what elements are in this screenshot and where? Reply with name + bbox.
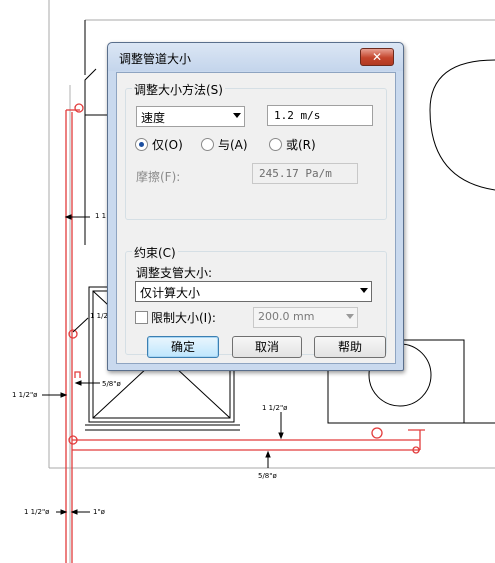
friction-label: 摩擦(F): — [136, 170, 181, 184]
sizing-method-dropdown[interactable]: 速度 — [136, 106, 245, 127]
sizing-method-legend: 调整大小方法(S) — [132, 81, 225, 98]
chevron-down-icon — [346, 314, 354, 319]
chevron-down-icon — [233, 113, 241, 118]
sizing-method-value: 速度 — [141, 111, 166, 125]
help-button[interactable]: 帮助 — [314, 336, 386, 358]
dialog-title: 调整管道大小 — [119, 52, 192, 66]
radio-only-label: 仅(O) — [152, 138, 183, 152]
sizing-method-group: 调整大小方法(S) 速度 1.2 m/s 仅(O) 与(A) 或(R) 摩擦(F… — [125, 81, 387, 220]
radio-or[interactable]: 或(R) — [269, 136, 316, 153]
branch-sizing-value: 仅计算大小 — [140, 286, 201, 300]
resize-duct-dialog: 调整管道大小 ✕ 调整大小方法(S) 速度 1.2 m/s 仅(O) 与(A) — [107, 42, 404, 371]
pipe-size-label: 1 1 — [95, 212, 107, 220]
limit-size-checkbox[interactable] — [135, 311, 148, 324]
constraints-legend: 约束(C) — [132, 244, 178, 261]
pipe-size-label: 1 1/2 — [90, 312, 108, 320]
friction-input: 245.17 Pa/m — [252, 163, 358, 184]
velocity-input[interactable]: 1.2 m/s — [267, 105, 373, 126]
dialog-body: 调整大小方法(S) 速度 1.2 m/s 仅(O) 与(A) 或(R) 摩擦(F… — [116, 72, 396, 364]
pipe-size-label: 1 1/2"ø — [262, 404, 288, 412]
cancel-button-label: 取消 — [254, 340, 279, 354]
pipe-size-label: 5/8"ø — [258, 472, 277, 480]
radio-and[interactable]: 与(A) — [201, 136, 248, 153]
radio-selected-icon — [135, 138, 148, 151]
close-icon: ✕ — [371, 50, 383, 64]
limit-size-label: 限制大小(I): — [151, 311, 216, 325]
radio-or-label: 或(R) — [286, 138, 316, 152]
branch-sizing-dropdown[interactable]: 仅计算大小 — [135, 281, 372, 302]
pipe-size-label: 1 1/2"ø — [12, 391, 38, 399]
friction-value: 245.17 Pa/m — [259, 167, 332, 180]
limit-size-value: 200.0 mm — [258, 310, 315, 323]
pipe-size-label: 1"ø — [93, 508, 105, 516]
branch-sizing-label: 调整支管大小: — [136, 266, 213, 280]
radio-unselected-icon — [269, 138, 282, 151]
limit-size-dropdown: 200.0 mm — [253, 307, 358, 328]
radio-only[interactable]: 仅(O) — [135, 136, 183, 153]
dialog-titlebar[interactable]: 调整管道大小 ✕ — [108, 43, 403, 71]
radio-and-label: 与(A) — [218, 138, 248, 152]
constraints-group: 约束(C) 调整支管大小: 仅计算大小 限制大小(I): 200.0 mm — [125, 244, 387, 355]
chevron-down-icon — [360, 288, 368, 293]
ok-button[interactable]: 确定 — [147, 336, 219, 358]
cancel-button[interactable]: 取消 — [232, 336, 302, 358]
ok-button-label: 确定 — [170, 340, 195, 354]
help-button-label: 帮助 — [337, 340, 362, 354]
radio-unselected-icon — [201, 138, 214, 151]
close-button[interactable]: ✕ — [360, 48, 394, 66]
pipe-size-label: 5/8"ø — [102, 380, 121, 388]
pipe-size-label: 1 1/2"ø — [24, 508, 50, 516]
velocity-value: 1.2 m/s — [274, 109, 321, 122]
